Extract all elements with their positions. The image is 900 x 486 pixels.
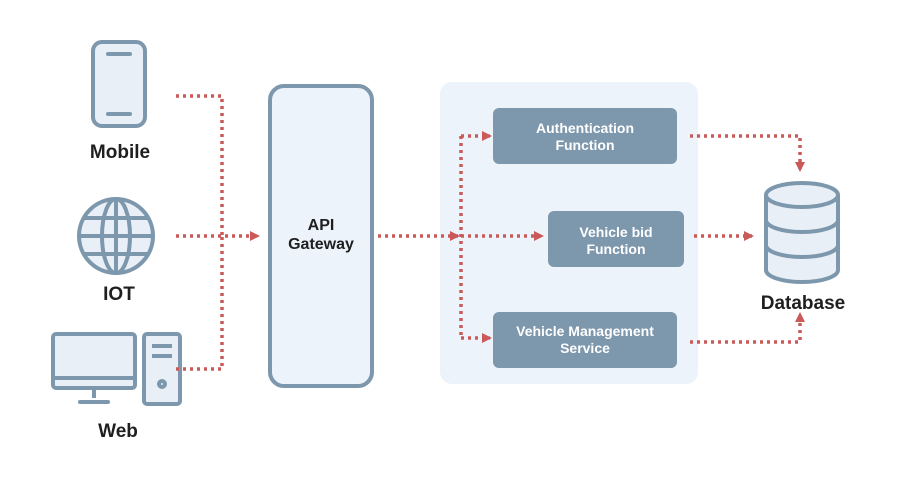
api-gateway-label-line1: API — [308, 217, 335, 234]
database-icon — [764, 181, 840, 284]
auth-function-box — [493, 108, 677, 164]
auth-function-label-line2: Function — [555, 137, 614, 153]
globe-icon — [77, 197, 155, 275]
desktop-computer-icon — [51, 332, 182, 406]
database-label: Database — [761, 293, 846, 314]
mobile-connector — [176, 94, 224, 236]
web-connector — [176, 236, 224, 371]
mgmt-service-box — [493, 312, 677, 368]
api-gateway-box — [268, 84, 374, 388]
mgmt-service-label-line2: Service — [560, 340, 610, 356]
api-gateway-label-line2: Gateway — [288, 236, 354, 253]
mobile-icon — [91, 40, 147, 128]
bid-function-label-line1: Vehicle bid — [579, 224, 652, 240]
auth-function-label-line1: Authentication — [536, 120, 634, 136]
auth-db-connector — [690, 134, 805, 172]
iot-label: IOT — [103, 284, 135, 305]
gateway-connectors — [378, 131, 544, 343]
database-connectors — [690, 134, 805, 344]
client-connectors — [176, 94, 260, 371]
mgmt-service-label-line1: Vehicle Management — [516, 323, 654, 339]
mgmt-db-connector — [690, 312, 805, 344]
bid-function-label-line2: Function — [586, 241, 645, 257]
web-label: Web — [98, 421, 138, 442]
bid-function-box — [548, 211, 684, 267]
mobile-label: Mobile — [90, 142, 150, 163]
